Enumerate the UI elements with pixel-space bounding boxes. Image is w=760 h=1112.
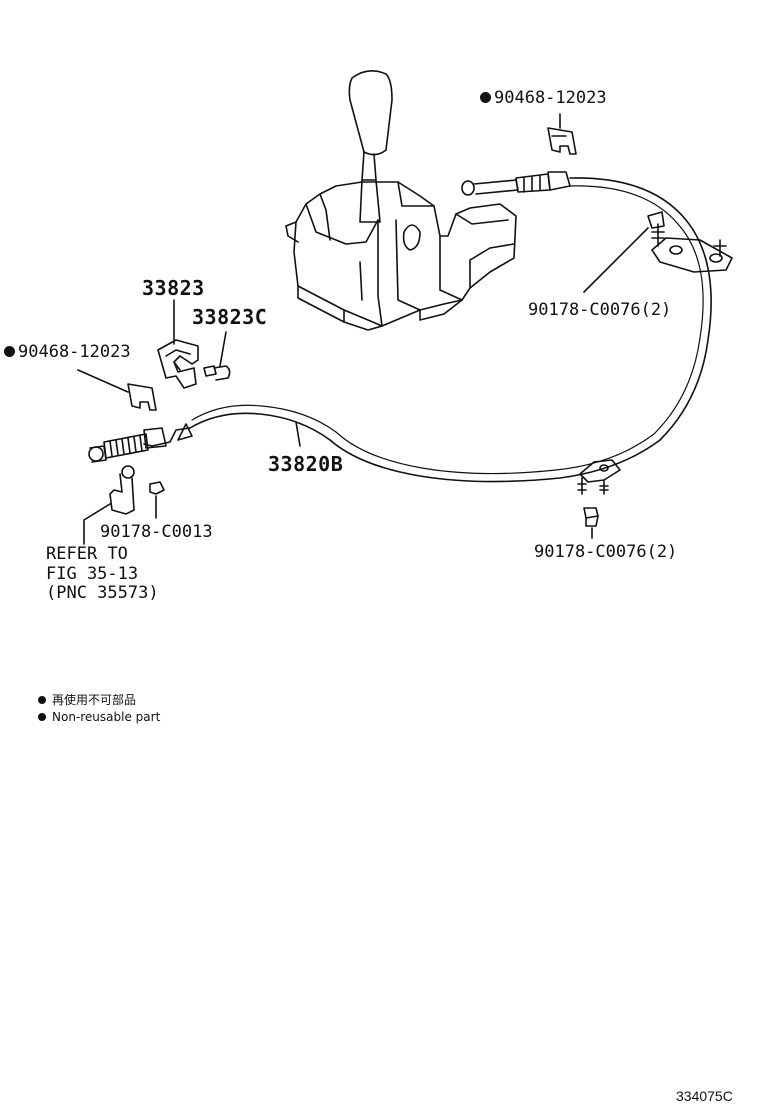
non-reusable-mark	[480, 92, 491, 103]
shift-housing	[285, 181, 517, 331]
figure-number: 334075C	[676, 1088, 733, 1104]
leader-refer	[83, 503, 111, 545]
legend-dot	[38, 696, 46, 704]
cable-end-upper	[461, 171, 571, 196]
cable-line	[189, 177, 712, 483]
callout-nut-right-lower: 90178-C0076(2)	[534, 542, 678, 562]
callout-nut-small: 90178-C0013	[100, 522, 213, 542]
callout-bracket: 33823	[142, 276, 205, 300]
cable-end-lower	[88, 423, 193, 463]
leader-bolt	[219, 331, 227, 367]
legend-dot	[38, 713, 46, 721]
callout-clip-top: 90468-12023	[480, 88, 607, 108]
callout-bolt: 33823C	[192, 305, 268, 329]
legend-jp: 再使用不可部品	[38, 692, 136, 708]
nut-small	[149, 481, 165, 495]
nut-lower	[583, 507, 599, 527]
callout-nut-right-upper: 90178-C0076(2)	[528, 300, 672, 320]
refer-line-3: (PNC 35573)	[46, 583, 159, 603]
leader-clip-left	[77, 369, 129, 393]
refer-line-1: REFER TO	[46, 544, 128, 564]
refer-line-2: FIG 35-13	[46, 564, 139, 584]
leader-cable	[295, 421, 301, 447]
bracket-33823	[157, 339, 199, 389]
clip-top	[547, 127, 577, 155]
legend-en: Non-reusable part	[38, 709, 160, 725]
callout-cable: 33820B	[268, 452, 344, 476]
bracket-plate-upper	[647, 211, 733, 273]
clip-left	[127, 383, 157, 411]
shift-lever	[348, 70, 393, 223]
bracket-plate-lower	[577, 459, 621, 495]
bolt-33823C	[203, 365, 231, 381]
callout-clip-left: 90468-12023	[4, 342, 131, 362]
leader-nut-upper	[583, 227, 649, 293]
non-reusable-mark	[4, 346, 15, 357]
bracket-small	[109, 465, 135, 515]
